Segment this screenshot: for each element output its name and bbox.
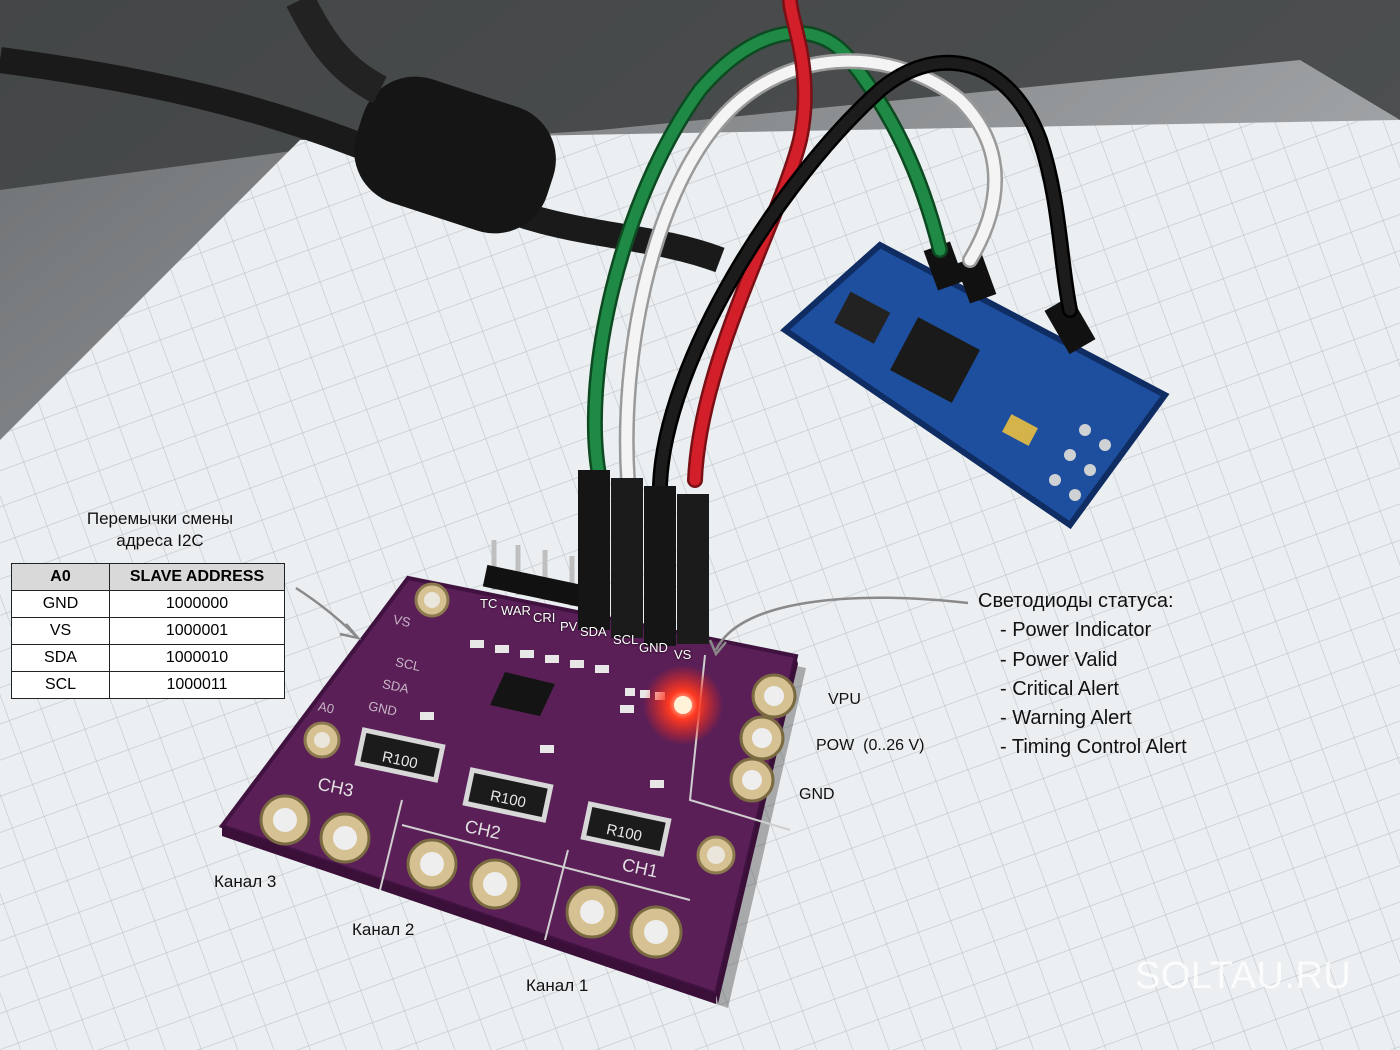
led-item-warning-alert: - Warning Alert	[1000, 707, 1132, 729]
dupont-arduino-3	[1044, 295, 1096, 355]
led-item-critical-alert: - Critical Alert	[1000, 678, 1119, 700]
silk-jumper-gnd: GND	[367, 698, 398, 719]
table-row: SDA 1000010	[11, 644, 285, 672]
table-header-slave-address: SLAVE ADDRESS	[109, 563, 285, 591]
table-cell-a0: VS	[11, 617, 110, 645]
watermark: SOLTAU.RU	[1135, 955, 1352, 997]
address-caption-line1: Перемычки смены	[86, 509, 234, 528]
table-cell-address: 1000010	[109, 644, 285, 672]
arrow-leds-head	[708, 639, 727, 657]
pin-label-sda: SDA	[580, 624, 607, 639]
dupont-housings	[578, 470, 709, 646]
pin-label-scl: SCL	[613, 632, 639, 647]
arrow-leds	[714, 596, 969, 651]
table-cell-a0: SDA	[11, 644, 110, 672]
status-leds	[625, 665, 723, 745]
pin-label-cri: CRI	[533, 610, 556, 625]
header-plastic	[482, 564, 586, 608]
channel-label-1: Канал 1	[526, 976, 589, 995]
status-leds-title: Светодиоды статуса:	[978, 590, 1174, 612]
pin-label-vs: VS	[674, 647, 692, 662]
address-caption-line2: адреса I2C	[116, 531, 204, 550]
silk-jumper-a0: A0	[317, 699, 336, 717]
ina3221-chip	[490, 672, 555, 716]
terminal-label-vpu: VPU	[828, 691, 861, 708]
silk-jumper-sda: SDA	[381, 676, 411, 696]
table-cell-address: 1000011	[109, 671, 285, 699]
silk-jumper-vs: VS	[392, 612, 412, 630]
table-header-a0: A0	[11, 563, 110, 591]
table-row: VS 1000001	[11, 617, 285, 645]
table-row: GND 1000000	[11, 590, 285, 618]
terminal-label-gnd: GND	[799, 786, 835, 803]
shunt-resistors	[354, 727, 672, 857]
wire-bundle	[586, 0, 1078, 493]
channel-label-3: Канал 3	[214, 872, 277, 891]
terminal-label-pow: POW (0..26 V)	[816, 737, 925, 754]
arduino-nano-board	[780, 241, 1170, 530]
led-item-timing-control-alert: - Timing Control Alert	[1000, 736, 1187, 758]
table-cell-a0: SCL	[11, 671, 110, 699]
cable-top	[286, 0, 388, 104]
smd-components	[420, 640, 664, 788]
silk-jumper-scl: SCL	[394, 654, 422, 674]
power-terminal-pads	[729, 673, 797, 803]
led-item-power-indicator: - Power Indicator	[1000, 619, 1152, 641]
pin-label-gnd: GND	[639, 640, 668, 655]
ferrite-bead	[354, 76, 556, 234]
table-row: SCL 1000011	[11, 671, 285, 699]
channel-pads	[259, 794, 683, 959]
table-cell-a0: GND	[11, 590, 110, 618]
table-cell-address: 1000001	[109, 617, 285, 645]
pin-label-tc: TC	[480, 596, 498, 611]
address-jumpers-caption: Перемычки смены адреса I2C	[60, 508, 260, 552]
arrow-jumpers-head	[339, 623, 362, 641]
led-item-power-valid: - Power Valid	[1000, 649, 1118, 671]
mounting-holes	[303, 582, 736, 875]
i2c-address-table: A0 SLAVE ADDRESS GND 1000000 VS 1000001 …	[11, 563, 285, 699]
pin-label-pv: PV	[560, 619, 578, 634]
channel-label-2: Канал 2	[352, 920, 415, 939]
pin-label-war: WAR	[501, 603, 531, 618]
table-header-row: A0 SLAVE ADDRESS	[11, 563, 285, 591]
table-cell-address: 1000000	[109, 590, 285, 618]
